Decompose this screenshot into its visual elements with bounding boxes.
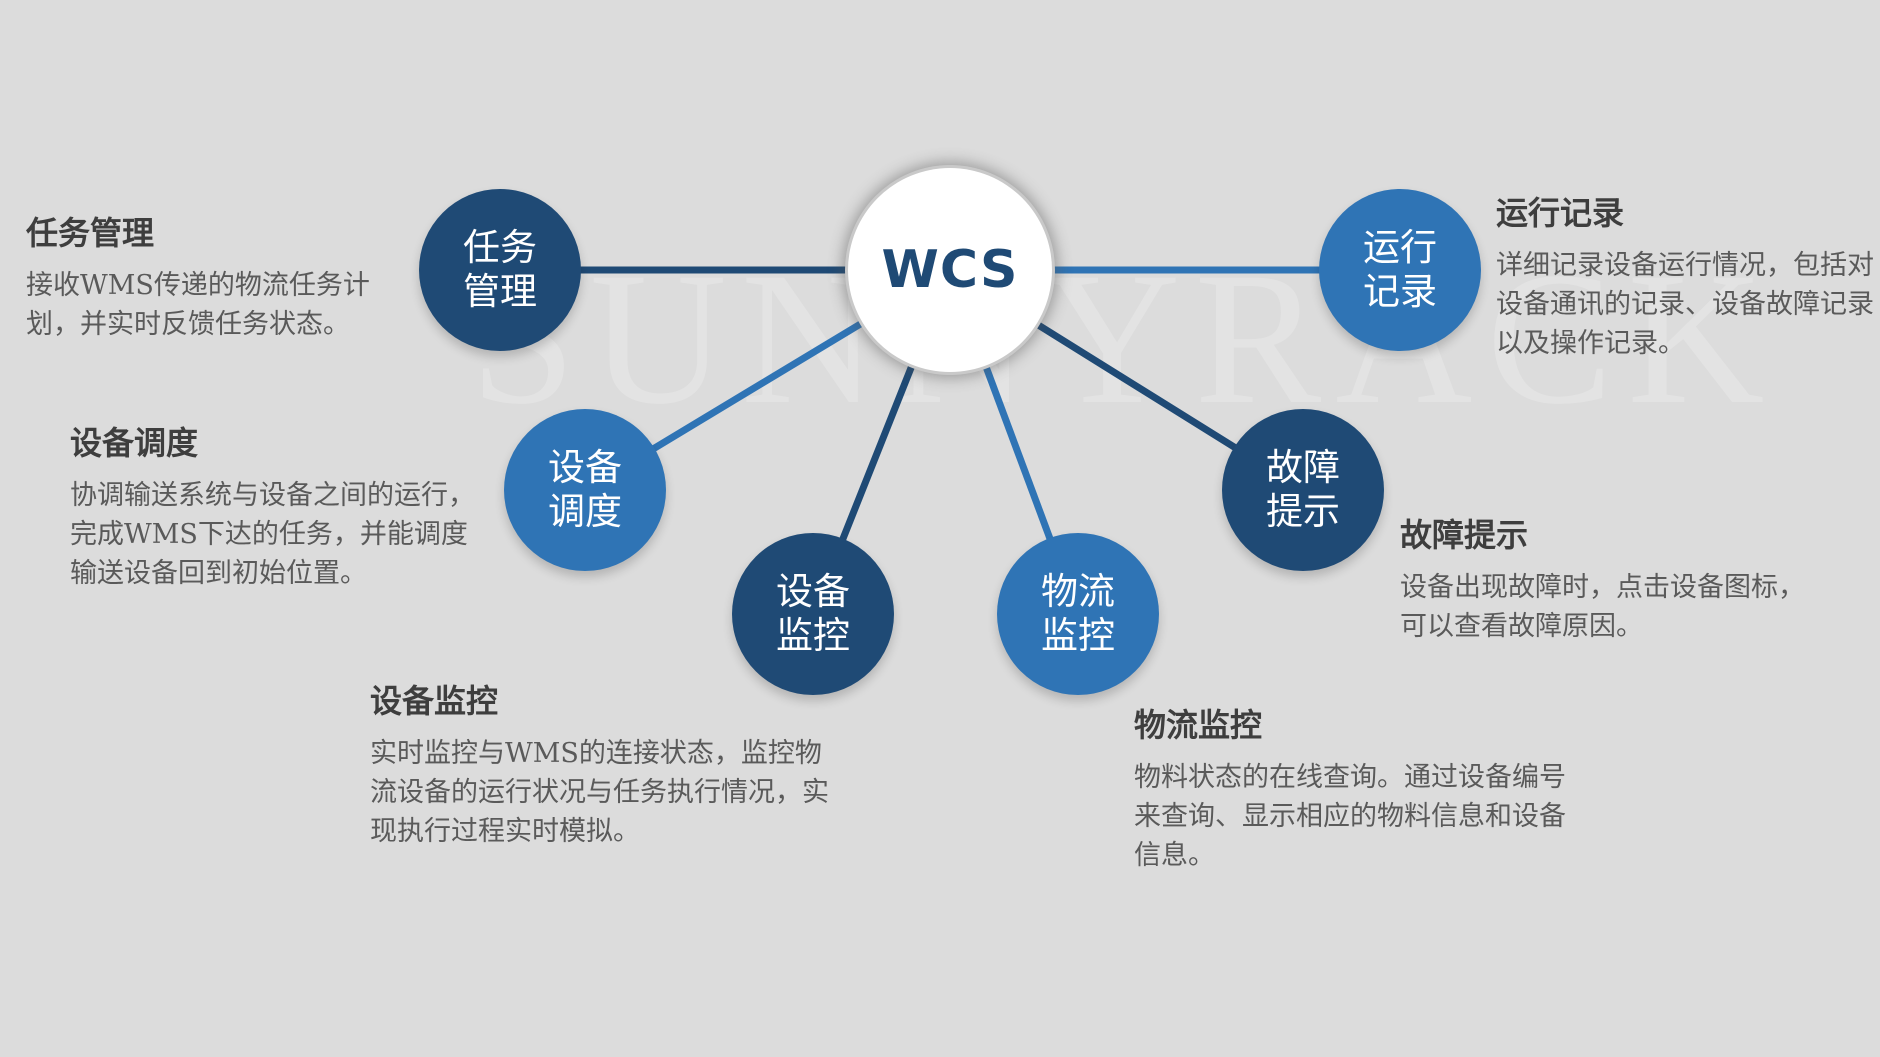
desc-equipment-scheduling: 设备调度 协调输送系统与设备之间的运行，完成WMS下达的任务，并能调度输送设备回… — [70, 418, 484, 593]
node-equipment-monitoring: 设备 监控 — [732, 533, 894, 695]
node-label-fault-alert: 故障 提示 — [1265, 446, 1340, 533]
desc-text: 详细记录设备运行情况，包括对设备通讯的记录、设备故障记录以及操作记录。 — [1496, 250, 1874, 359]
node-label-task-management: 任务 管理 — [462, 226, 537, 313]
node-label-operation-log: 运行 记录 — [1362, 226, 1437, 313]
node-logistics-monitoring: 物流 监控 — [997, 533, 1159, 695]
node-label-equipment-scheduling: 设备 调度 — [547, 446, 622, 533]
desc-text: 设备出现故障时，点击设备图标，可以查看故障原因。 — [1400, 572, 1805, 642]
node-label-equipment-monitoring: 设备 监控 — [775, 570, 850, 657]
desc-equipment-monitoring: 设备监控 实时监控与WMS的连接状态，监控物流设备的运行状况与任务执行情况，实现… — [370, 676, 830, 851]
desc-title: 物流监控 — [1134, 706, 1263, 744]
node-fault-alert: 故障 提示 — [1222, 409, 1384, 571]
wcs-hub: WCS — [848, 168, 1052, 372]
desc-text: 协调输送系统与设备之间的运行，完成WMS下达的任务，并能调度输送设备回到初始位置… — [70, 480, 475, 589]
node-label-logistics-monitoring: 物流 监控 — [1040, 570, 1115, 657]
desc-task-management: 任务管理 接收WMS传递的物流任务计划，并实时反馈任务状态。 — [26, 208, 396, 344]
desc-title: 设备监控 — [370, 682, 499, 720]
desc-title: 设备调度 — [70, 424, 199, 462]
node-operation-log: 运行 记录 — [1319, 189, 1481, 351]
desc-text: 实时监控与WMS的连接状态，监控物流设备的运行状况与任务执行情况，实现执行过程实… — [370, 738, 829, 847]
desc-title: 任务管理 — [26, 214, 155, 252]
node-equipment-scheduling: 设备 调度 — [504, 409, 666, 571]
desc-text: 物料状态的在线查询。通过设备编号来查询、显示相应的物料信息和设备信息。 — [1134, 762, 1566, 871]
desc-fault-alert: 故障提示 设备出现故障时，点击设备图标，可以查看故障原因。 — [1400, 510, 1820, 646]
hub-label: WCS — [881, 240, 1019, 300]
node-task-management: 任务 管理 — [419, 189, 581, 351]
desc-logistics-monitoring: 物流监控 物料状态的在线查询。通过设备编号来查询、显示相应的物料信息和设备信息。 — [1134, 700, 1584, 875]
desc-title: 故障提示 — [1400, 516, 1529, 554]
desc-text: 接收WMS传递的物流任务计划，并实时反馈任务状态。 — [26, 270, 370, 340]
desc-operation-log: 运行记录 详细记录设备运行情况，包括对设备通讯的记录、设备故障记录以及操作记录。 — [1496, 188, 1876, 363]
desc-title: 运行记录 — [1496, 194, 1625, 232]
